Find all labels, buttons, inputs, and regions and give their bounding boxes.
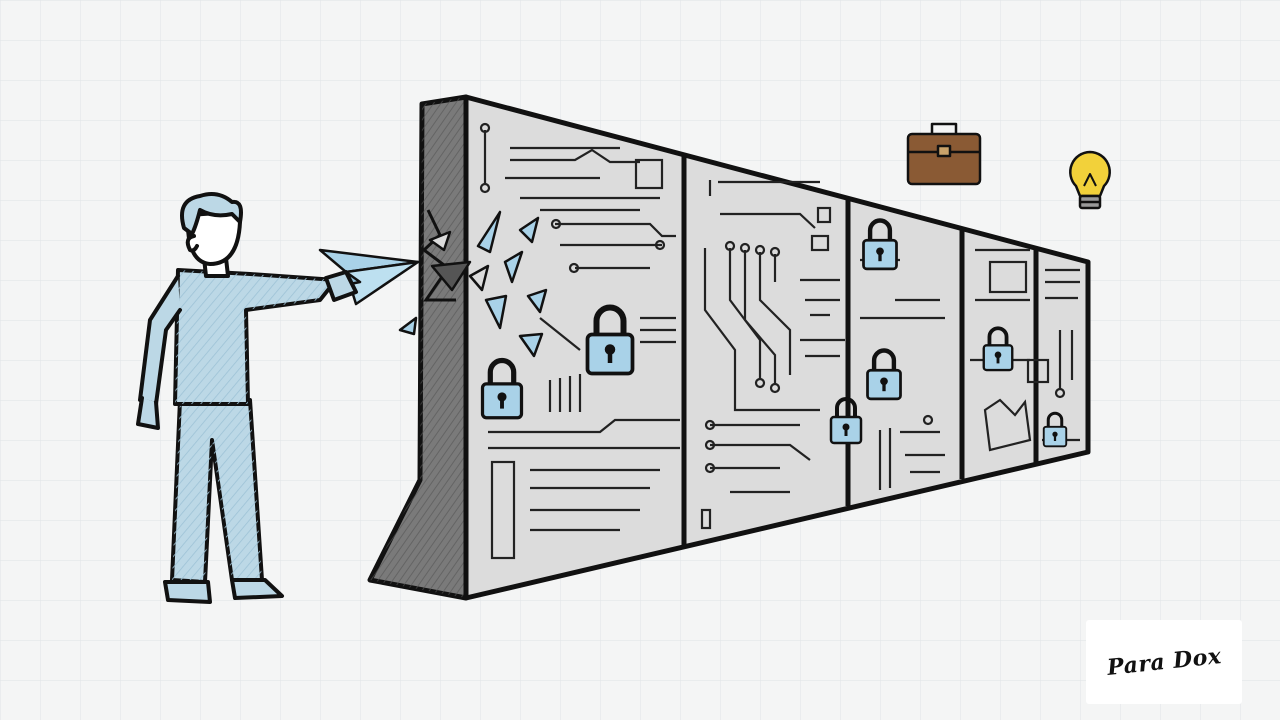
signature-logo: Para Dox bbox=[1086, 620, 1242, 704]
wall-shards bbox=[398, 210, 548, 358]
signature-text: Para Dox bbox=[1105, 643, 1223, 681]
lightbulb-icon bbox=[1069, 150, 1111, 210]
briefcase-icon bbox=[906, 122, 982, 186]
firewall-wall bbox=[367, 94, 1091, 601]
person-figure bbox=[136, 192, 358, 604]
circuit-trace bbox=[479, 122, 1080, 560]
